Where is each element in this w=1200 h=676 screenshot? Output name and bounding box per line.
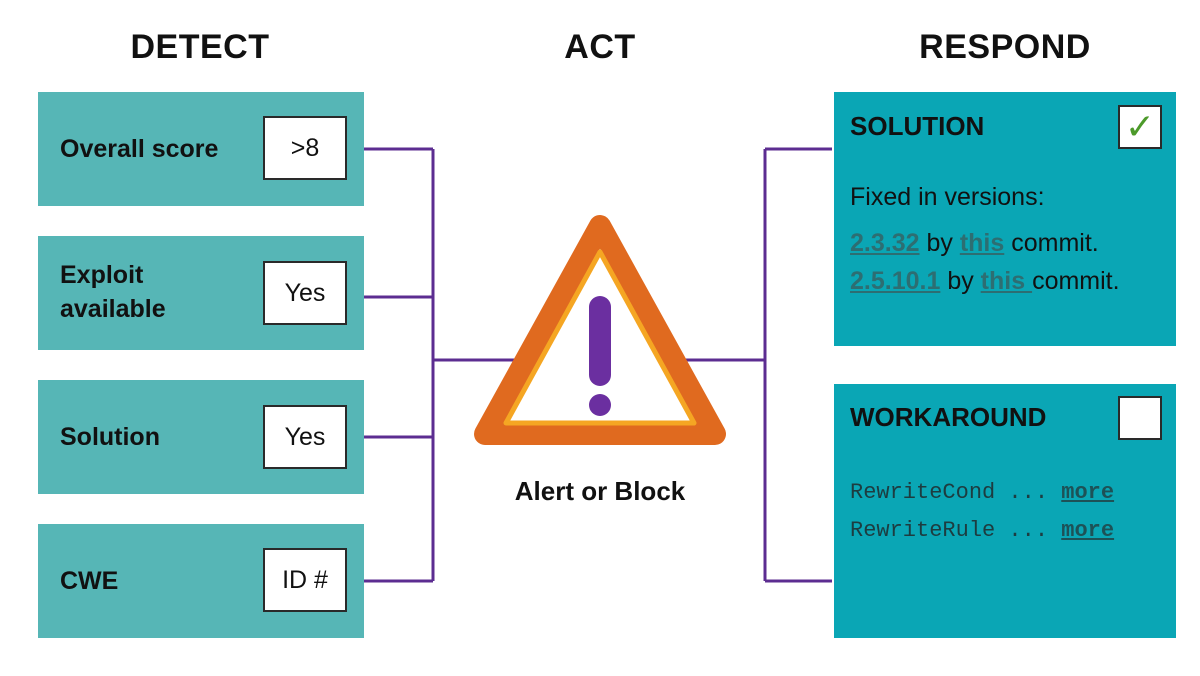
solution-intro: Fixed in versions:	[850, 183, 1045, 211]
detect-value: >8	[263, 116, 347, 180]
code-text: RewriteCond ...	[850, 480, 1049, 505]
detect-solution: Solution Yes	[38, 380, 364, 494]
detect-heading: DETECT	[130, 28, 270, 66]
workaround-code-line: RewriteRule ... more	[850, 518, 1114, 543]
detect-label: Overall score	[60, 135, 219, 163]
version-link[interactable]: 2.3.32	[850, 229, 920, 257]
detect-value: Yes	[263, 261, 347, 325]
solution-panel: SOLUTION ✓ Fixed in versions: 2.3.32 by …	[834, 92, 1176, 346]
commit-text: commit.	[1032, 267, 1120, 295]
detect-label-line: Exploit	[60, 261, 144, 289]
detect-label: Solution	[60, 423, 160, 451]
version-link[interactable]: 2.5.10.1	[850, 267, 941, 295]
workaround-title: WORKAROUND	[850, 402, 1047, 432]
solution-checkbox[interactable]: ✓	[1118, 105, 1162, 149]
detect-label: Exploit available	[60, 258, 166, 326]
exclamation-dot	[589, 394, 611, 416]
detect-value: ID #	[263, 548, 347, 612]
code-text: RewriteRule ...	[850, 518, 1049, 543]
act-caption: Alert or Block	[514, 476, 686, 506]
solution-version-line: 2.3.32 by this commit.	[850, 229, 1099, 258]
respond-heading: RESPOND	[919, 28, 1091, 66]
detect-value: Yes	[263, 405, 347, 469]
by-text: by	[926, 229, 953, 257]
workaround-code-line: RewriteCond ... more	[850, 480, 1114, 505]
by-text: by	[947, 267, 974, 295]
solution-title: SOLUTION	[850, 111, 985, 141]
commit-link[interactable]: this	[959, 229, 1005, 257]
checkmark-icon: ✓	[1124, 106, 1156, 147]
workaround-panel: WORKAROUND RewriteCond ... more RewriteR…	[834, 384, 1176, 638]
detect-overall-score: Overall score >8	[38, 92, 364, 206]
warning-triangle-icon	[474, 215, 726, 445]
exclamation-bar	[589, 296, 611, 386]
commit-text: commit.	[1011, 229, 1099, 257]
solution-version-line: 2.5.10.1 by this commit.	[850, 267, 1120, 296]
detect-label-line: available	[60, 295, 166, 323]
detect-label: CWE	[60, 567, 119, 595]
commit-link[interactable]: this	[980, 267, 1033, 295]
workaround-checkbox[interactable]	[1118, 396, 1162, 440]
more-link[interactable]: more	[1061, 480, 1115, 505]
act-heading: ACT	[564, 28, 636, 66]
detect-cwe: CWE ID #	[38, 524, 364, 638]
more-link[interactable]: more	[1061, 518, 1115, 543]
detect-exploit-available: Exploit available Yes	[38, 236, 364, 350]
